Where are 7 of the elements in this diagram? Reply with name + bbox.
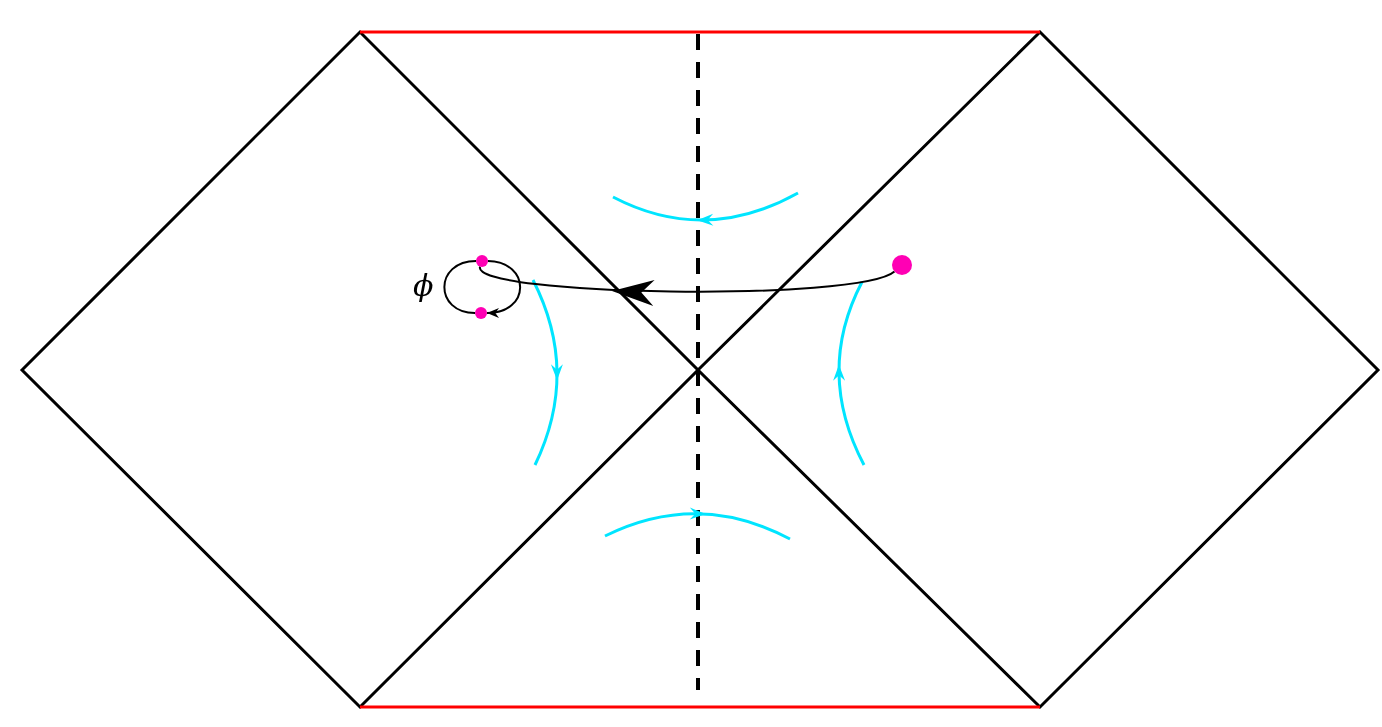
loop-arc: [443, 260, 477, 314]
dot-marker: [475, 307, 487, 319]
dot-marker: [892, 255, 912, 275]
loop-arc: [486, 260, 522, 318]
curved-arrow: [479, 265, 896, 307]
symbol-label: ϕ: [413, 271, 434, 301]
dot-marker: [476, 255, 488, 267]
